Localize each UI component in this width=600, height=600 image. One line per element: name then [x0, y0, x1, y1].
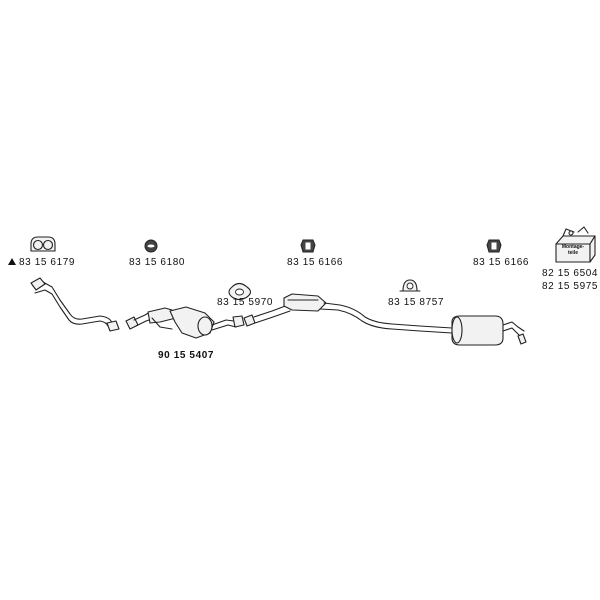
- rear-muffler-icon: [451, 315, 527, 346]
- rubber-mount-icon: [486, 239, 502, 253]
- part-number-mounting-kit-2: 82 15 5975: [542, 281, 599, 292]
- part-number-rubber-mount-1: 83 15 6166: [287, 257, 344, 268]
- mounting-kit-box-icon: [555, 226, 596, 263]
- rubber-mount-icon: [300, 239, 316, 253]
- clamp-front-icon: [30, 236, 56, 252]
- warning-triangle-icon: [8, 258, 16, 265]
- part-number-hanger: 83 15 6180: [129, 257, 186, 268]
- part-number-mounting-kit-1: 82 15 6504: [542, 268, 599, 279]
- front-pipe-icon: [30, 277, 120, 332]
- catalytic-converter-icon: [125, 306, 245, 339]
- clamp-rear-icon: [399, 279, 421, 292]
- part-number-catalytic-converter: 90 15 5407: [158, 350, 215, 361]
- part-number-clamp-rear: 83 15 8757: [388, 297, 445, 308]
- part-number-clamp-front: 83 15 6179: [19, 257, 76, 268]
- gasket-icon: [228, 282, 252, 301]
- middle-pipe-icon: [243, 293, 453, 334]
- part-number-gasket: 83 15 5970: [217, 297, 274, 308]
- hanger-icon: [144, 239, 158, 253]
- mounting-kit-box-label: Montage-teile: [561, 244, 585, 256]
- part-number-rubber-mount-2: 83 15 6166: [473, 257, 530, 268]
